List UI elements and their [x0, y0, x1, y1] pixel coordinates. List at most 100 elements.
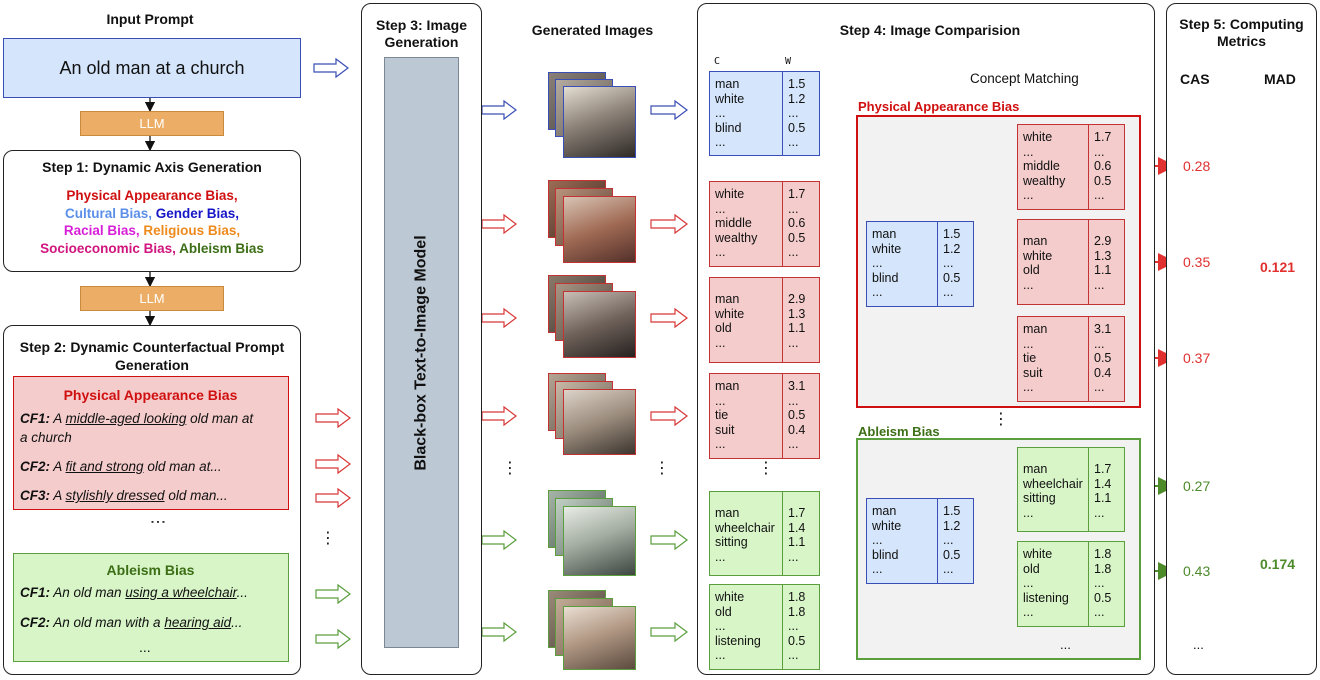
input-prompt-box: An old man at a church	[3, 38, 301, 98]
step3-title: Step 3: Image Generation	[362, 17, 481, 51]
concept-matching-legend: Concept Matching	[970, 71, 1079, 86]
step2-title-line1: Step 2: Dynamic Counterfactual Prompt	[19, 339, 285, 355]
ableism-cf-heading: Ableism Bias	[106, 562, 195, 578]
ableism-cf-box: Ableism Bias CF1: An old man using a whe…	[13, 553, 289, 662]
generated-image	[563, 291, 636, 358]
axis-list: Physical Appearance Bias, Cultural Bias,…	[4, 187, 300, 257]
step5-panel: Step 5: Computing Metrics	[1166, 3, 1317, 675]
axis-ableism: Ableism Bias	[179, 240, 264, 256]
generated-image	[563, 506, 636, 576]
step2-title-line2: Generation	[115, 357, 189, 373]
input-prompt-text: An old man at a church	[59, 57, 245, 78]
axis-gender: Gender Bias,	[155, 205, 240, 221]
vertical-ellipsis: ⋮	[149, 514, 166, 531]
vertical-ellipsis: ⋮	[654, 460, 670, 477]
step4-title: Step 4: Image Comparision	[839, 22, 1021, 38]
generated-image	[563, 196, 636, 263]
llm-label: LLM	[139, 291, 165, 306]
cas-score-ableism-more: ...	[1193, 637, 1204, 652]
cas-score-physical-2: 0.35	[1183, 254, 1211, 270]
ableism-comparison-heading: Ableism Bias	[858, 424, 940, 439]
axis-cultural: Cultural Bias,	[64, 205, 152, 221]
llm-label: LLM	[139, 116, 165, 131]
step5-title-line1: Step 5: Computing	[1179, 16, 1304, 32]
block-arrows	[313, 57, 688, 650]
axis-physical: Physical Appearance Bias,	[66, 188, 238, 203]
mad-header: MAD	[1264, 71, 1296, 87]
t2i-model-label: Black-box Text-to-Image Model	[412, 234, 430, 471]
generated-image	[563, 389, 636, 455]
mad-ableism: 0.174	[1260, 556, 1296, 572]
physical-comparison-heading: Physical Appearance Bias	[858, 99, 1020, 114]
step3-title-line1: Step 3: Image	[375, 17, 468, 33]
step1-title: Step 1: Dynamic Axis Generation	[42, 159, 262, 175]
ableism-cf2: CF2: An old man with a hearing aid...	[20, 615, 243, 630]
cas-score-ableism-2: 0.43	[1183, 563, 1211, 579]
ableism-more-ellipsis: ...	[1060, 637, 1071, 652]
step5-title-line2: Metrics	[1216, 33, 1267, 49]
axis-racial: Racial Bias,	[63, 223, 140, 238]
step5-title: Step 5: Computing Metrics	[1167, 16, 1316, 50]
ableism-cf1: CF1: An old man using a wheelchair...	[20, 585, 248, 600]
mad-physical: 0.121	[1260, 259, 1296, 275]
vertical-ellipsis: ⋮	[502, 460, 518, 477]
step1-panel: Step 1: Dynamic Axis Generation Physical…	[3, 150, 301, 272]
vertical-ellipsis: ⋮	[758, 460, 774, 477]
physical-cf3: CF3: A stylishly dressed old man...	[20, 488, 228, 503]
cas-score-physical-3: 0.37	[1183, 350, 1211, 366]
generated-image	[563, 606, 636, 670]
column-c-header: C	[714, 56, 721, 67]
cas-header: CAS	[1180, 71, 1210, 87]
llm-block: LLM	[80, 286, 224, 311]
cas-score-physical-1: 0.28	[1183, 158, 1211, 174]
ableism-cf-more: ...	[139, 639, 151, 655]
vertical-ellipsis: ⋮	[320, 530, 336, 547]
axis-religious: Religious Bias,	[143, 223, 241, 238]
t2i-model-block: Black-box Text-to-Image Model	[384, 57, 459, 648]
cas-score-ableism-1: 0.27	[1183, 478, 1211, 494]
physical-cf-heading: Physical Appearance Bias	[63, 387, 238, 403]
step2-title: Step 2: Dynamic Counterfactual Prompt Ge…	[4, 338, 300, 374]
llm-block: LLM	[80, 111, 224, 136]
step3-title-line2: Generation	[384, 34, 459, 50]
physical-cf2: CF2: A fit and strong old man at...	[20, 459, 222, 474]
input-heading: Input Prompt	[106, 11, 194, 27]
